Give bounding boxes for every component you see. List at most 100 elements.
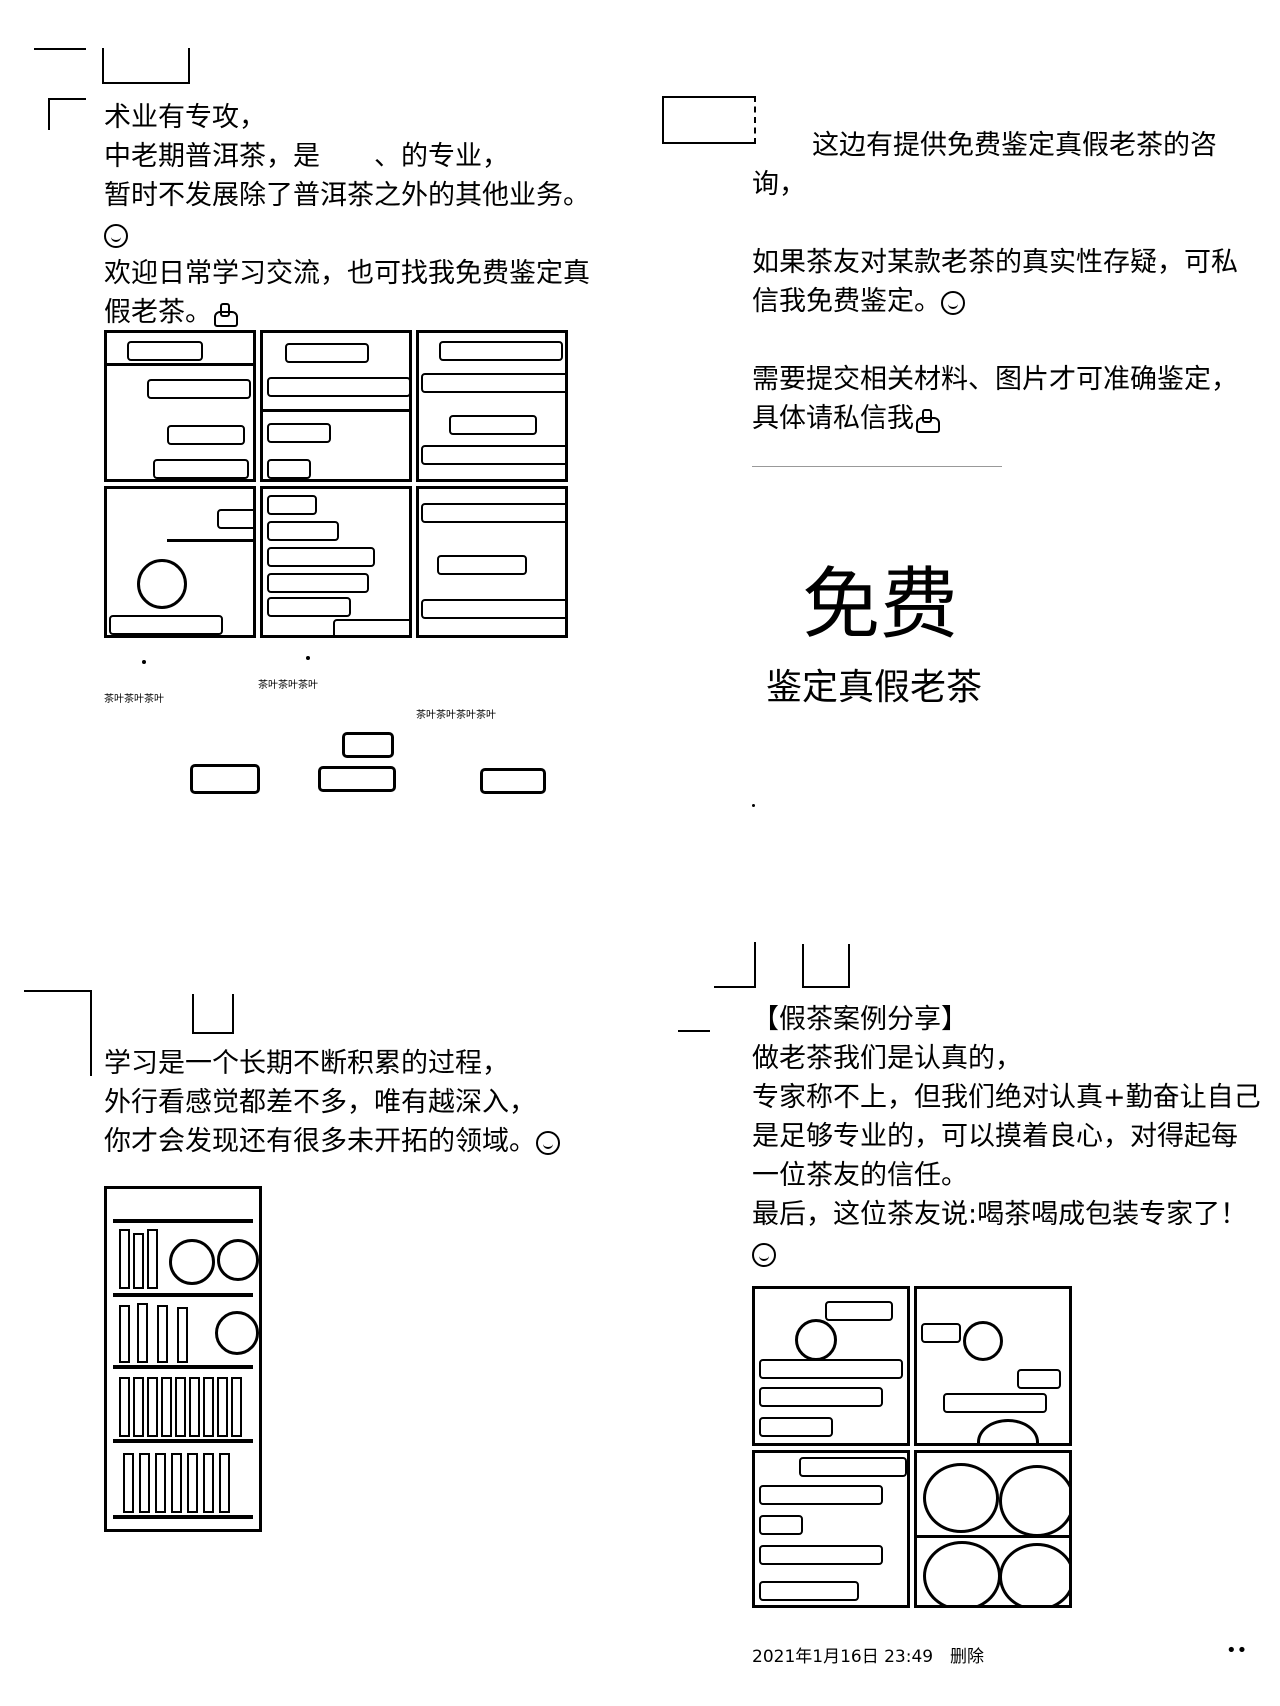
tea-cake	[217, 1239, 259, 1281]
text-line: 是足够专业的，可以摸着良心，对得起每	[752, 1121, 1238, 1152]
tea-cake-photo[interactable]	[914, 1450, 1072, 1608]
book	[231, 1377, 242, 1437]
reply-button[interactable]	[318, 766, 396, 792]
chat-bubble	[449, 415, 537, 435]
divider	[24, 990, 90, 992]
chat-bubble	[799, 1457, 907, 1477]
tea-cake	[169, 1239, 215, 1285]
chat-bubble	[759, 1581, 859, 1601]
post-1-text: 术业有专攻， 中老期普洱茶，是 、的专业， 暂时不发展除了普洱茶之外的其他业务。…	[104, 98, 590, 332]
chat-bubble	[421, 373, 565, 393]
book	[177, 1307, 188, 1363]
chat-bubble	[421, 599, 565, 619]
dot	[306, 656, 310, 660]
shelf	[113, 1515, 253, 1519]
more-options-button[interactable]: ••	[1226, 1640, 1248, 1661]
book	[157, 1305, 168, 1363]
text-line: 信我免费鉴定。	[752, 286, 941, 317]
delete-link[interactable]: 删除	[950, 1647, 984, 1667]
text-line: 专家称不上，但我们绝对认真+勤奋让自己	[752, 1082, 1261, 1113]
chat-thumbnail[interactable]	[260, 330, 412, 482]
avatar	[137, 559, 187, 609]
book	[147, 1229, 158, 1289]
promo-image[interactable]: 免费 鉴定真假老茶	[752, 540, 1052, 720]
text-line: 这边有提供免费鉴定真假老茶的咨	[812, 130, 1217, 161]
avatar-frame[interactable]	[714, 942, 756, 988]
chat-bubble	[127, 341, 203, 361]
chat-thumbnail[interactable]	[416, 330, 568, 482]
line	[167, 539, 253, 542]
book	[217, 1377, 228, 1437]
book	[137, 1303, 148, 1363]
chat-bubble	[147, 379, 251, 399]
post-timestamp: 2021年1月16日 23:49	[752, 1647, 934, 1667]
avatar[interactable]	[192, 994, 234, 1034]
faint-text: 茶叶茶叶茶叶茶叶	[416, 710, 496, 721]
chat-bubble	[759, 1515, 803, 1535]
avatar[interactable]	[802, 944, 850, 988]
avatar[interactable]	[48, 98, 86, 130]
chat-bubble	[1017, 1369, 1061, 1389]
tea-cake	[923, 1463, 999, 1533]
line	[107, 363, 253, 366]
avatar-frame[interactable]	[102, 48, 190, 84]
avatar	[795, 1319, 837, 1361]
bookshelf-image[interactable]	[104, 1186, 262, 1532]
chat-thumbnail[interactable]	[752, 1286, 910, 1446]
post-4-text: 【假茶案例分享】 做老茶我们是认真的， 专家称不上，但我们绝对认真+勤奋让自己 …	[752, 1000, 1261, 1273]
chat-thumbnail[interactable]	[104, 330, 256, 482]
shelf	[113, 1365, 253, 1369]
avatar-frame[interactable]	[90, 990, 92, 1076]
divider	[34, 48, 86, 50]
chat-bubble	[759, 1387, 883, 1407]
dot	[142, 660, 146, 664]
book	[161, 1377, 172, 1437]
shelf	[113, 1293, 253, 1297]
promo-title: 免费	[802, 560, 959, 650]
chat-bubble	[921, 1323, 961, 1343]
faint-text: 茶叶茶叶茶叶	[258, 680, 318, 691]
text-line: 假老茶。	[104, 297, 212, 328]
chat-thumbnail[interactable]	[914, 1286, 1072, 1446]
tea-emoji	[536, 1130, 560, 1155]
text-line: 最后，这位茶友说:喝茶喝成包装专家了！	[752, 1199, 1248, 1230]
post-3-text: 学习是一个长期不断积累的过程， 外行看感觉都差不多，唯有越深入， 你才会发现还有…	[104, 1044, 560, 1161]
text-line: 具体请私信我	[752, 403, 914, 434]
avatar	[963, 1321, 1003, 1361]
chat-thumbnail[interactable]	[752, 1450, 910, 1608]
reply-button[interactable]	[190, 764, 260, 794]
chat-thumbnail[interactable]	[260, 486, 412, 638]
book	[155, 1453, 166, 1513]
chat-bubble	[437, 555, 527, 575]
chat-thumbnail[interactable]	[416, 486, 568, 638]
book	[119, 1305, 130, 1363]
chat-bubble	[267, 547, 375, 567]
line	[263, 409, 409, 412]
chat-thumbnail[interactable]	[104, 486, 256, 638]
chat-bubble	[267, 597, 351, 617]
chat-bubble	[167, 425, 245, 445]
text-line: 如果茶友对某款老茶的真实性存疑，可私	[752, 247, 1238, 278]
book	[119, 1229, 130, 1289]
book	[189, 1377, 200, 1437]
chat-bubble	[267, 377, 409, 397]
promo-subtitle: 鉴定真假老茶	[766, 667, 983, 708]
chat-bubble	[333, 619, 409, 635]
reply-button[interactable]	[480, 768, 546, 794]
tea-cake	[923, 1541, 1001, 1605]
text-line: 学习是一个长期不断积累的过程，	[104, 1048, 509, 1079]
book	[139, 1453, 150, 1513]
post-2-text: 这边有提供免费鉴定真假老茶的咨 询， 如果茶友对某款老茶的真实性存疑，可私 信我…	[752, 126, 1238, 438]
chat-bubble	[217, 509, 253, 529]
book	[133, 1233, 144, 1289]
fist-emoji	[212, 302, 238, 327]
tea-cake	[977, 1419, 1039, 1443]
text-line: 【假茶案例分享】	[752, 1004, 968, 1035]
book	[219, 1453, 230, 1513]
book	[175, 1377, 186, 1437]
avatar[interactable]	[662, 96, 756, 144]
text-line: 做老茶我们是认真的，	[752, 1043, 1022, 1074]
reply-button[interactable]	[342, 732, 394, 758]
book	[119, 1377, 130, 1437]
divider	[752, 466, 1002, 467]
